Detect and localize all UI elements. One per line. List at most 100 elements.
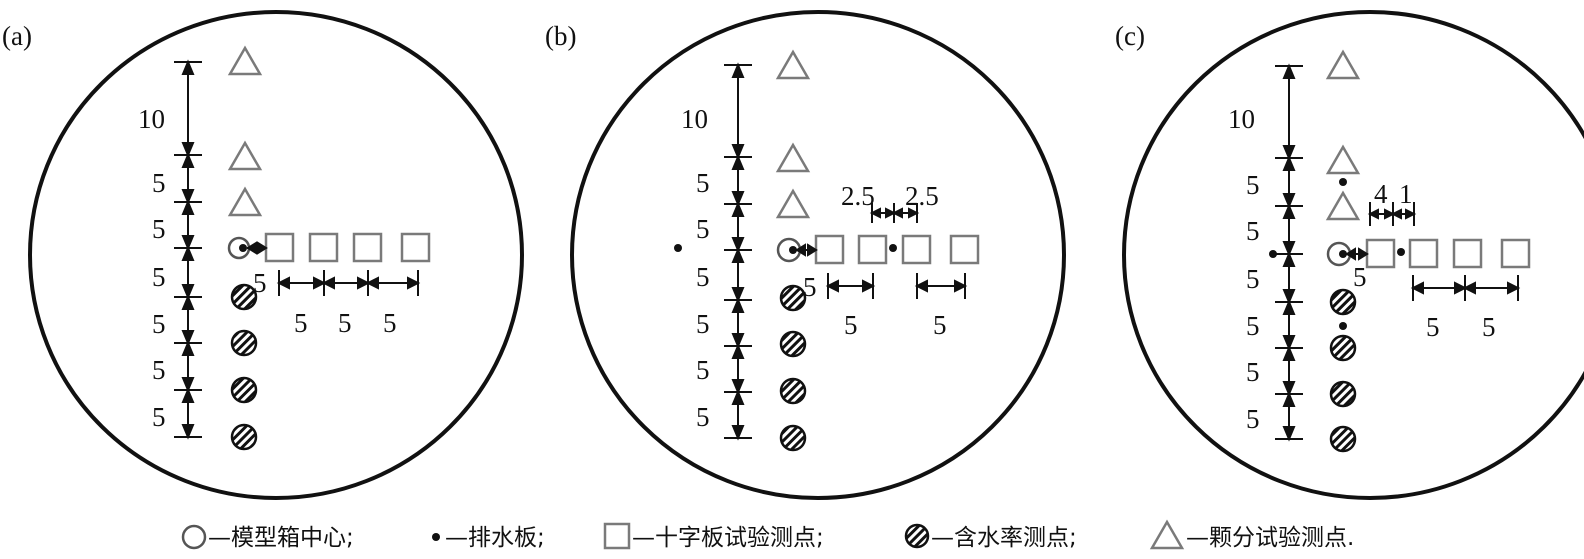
dim-label: 5	[152, 309, 166, 339]
square-icon	[352, 232, 383, 263]
dot-icon	[432, 533, 440, 541]
dim-label: 1	[1399, 179, 1413, 209]
drain-board-dot-icon	[789, 246, 797, 254]
panel-c: (c) 10 5 5 5 5 5 5	[1115, 10, 1584, 500]
dim-label: 5	[1353, 262, 1367, 292]
panel-b-tag: (b)	[545, 21, 576, 51]
dim-label: 5	[1482, 312, 1496, 342]
dim-label: 5	[152, 262, 166, 292]
hatched-circle-icon	[779, 284, 807, 312]
dim-label: 5	[294, 308, 308, 338]
dim-label: 5	[803, 272, 817, 302]
dim-label: 5	[1246, 170, 1260, 200]
model-box-outline	[570, 10, 1066, 500]
drain-board-dot-icon	[1339, 250, 1347, 258]
legend-text: —颗分试验测点.	[1186, 525, 1354, 551]
particle-size-test-points	[227, 45, 263, 217]
drain-board-dot-icon	[674, 244, 682, 252]
drain-board-dot-icon	[889, 244, 897, 252]
legend-text: —十字板试验测点;	[632, 525, 824, 551]
triangle-icon	[227, 45, 263, 76]
hatched-circle-icon	[779, 330, 807, 358]
dim-label: 5	[1246, 216, 1260, 246]
legend-item-drain: —排水板;	[432, 525, 545, 551]
square-icon	[949, 234, 980, 265]
square-icon	[1500, 238, 1531, 269]
dim-label: 5	[152, 402, 166, 432]
triangle-icon	[227, 140, 263, 171]
hatched-circle-icon	[1329, 425, 1357, 453]
square-icon	[400, 232, 431, 263]
triangle-icon	[775, 49, 811, 80]
hatched-circle-icon	[230, 329, 258, 357]
triangle-icon	[775, 142, 811, 173]
dim-label: 2.5	[841, 181, 875, 211]
horizontal-dimension-chain	[1345, 202, 1521, 301]
moisture-content-points	[779, 284, 807, 452]
dim-label: 5	[1426, 312, 1440, 342]
panel-c-tag: (c)	[1115, 21, 1145, 51]
particle-size-test-points	[775, 49, 811, 219]
moisture-content-points	[1329, 288, 1357, 453]
legend-item-vane: —十字板试验测点;	[603, 522, 824, 551]
vertical-dimension-chain	[174, 59, 202, 440]
dim-label: 5	[383, 308, 397, 338]
dim-label: 5	[1246, 404, 1260, 434]
drain-board-dot-icon	[1339, 322, 1347, 330]
hatched-circle-icon	[1329, 380, 1357, 408]
triangle-icon	[1325, 49, 1361, 80]
dim-label: 5	[152, 214, 166, 244]
square-icon	[1452, 238, 1483, 269]
drain-board-dot-icon	[1269, 250, 1277, 258]
dim-label: 4	[1374, 179, 1388, 209]
hatched-circle-icon	[230, 423, 258, 451]
triangle-icon	[1325, 144, 1361, 175]
hatched-circle-icon	[1329, 288, 1357, 316]
hatched-circle-icon	[779, 424, 807, 452]
dim-label: 5	[844, 310, 858, 340]
dim-label: 5	[696, 309, 710, 339]
dim-label: 5	[338, 308, 352, 338]
dim-label: 5	[152, 355, 166, 385]
vertical-dimension-chain	[724, 62, 752, 441]
dim-label: 5	[696, 402, 710, 432]
circle-icon	[181, 524, 207, 550]
vane-test-points	[1365, 238, 1531, 269]
legend-text: —模型箱中心;	[208, 525, 354, 551]
legend-item-moisture: —含水率测点;	[904, 523, 1077, 551]
model-box-outline	[28, 10, 524, 500]
dim-label: 5	[696, 168, 710, 198]
dim-label: 5	[1246, 357, 1260, 387]
hatched-circle-icon	[230, 283, 258, 311]
legend-text: —排水板;	[445, 525, 545, 551]
legend: —模型箱中心; —排水板; —十字板试验测点; —含水率测点; —颗分试验测点.	[181, 519, 1354, 551]
vane-test-points	[264, 232, 431, 263]
dim-label: 2.5	[905, 181, 939, 211]
dim-label: 5	[152, 168, 166, 198]
triangle-icon	[227, 186, 263, 217]
hatched-circle-icon	[230, 376, 258, 404]
square-icon	[264, 232, 295, 263]
particle-size-test-points	[1325, 49, 1361, 221]
dim-label: 5	[1246, 311, 1260, 341]
square-icon	[308, 232, 339, 263]
panel-a: (a) 10 5 5 5 5 5 5	[2, 10, 524, 500]
dim-label: 5	[696, 355, 710, 385]
legend-text: —含水率测点;	[931, 525, 1077, 551]
dim-label: 5	[253, 268, 267, 298]
panel-a-tag: (a)	[2, 21, 32, 51]
hatched-circle-icon	[779, 377, 807, 405]
legend-item-particle: —颗分试验测点.	[1149, 519, 1354, 551]
triangle-icon	[1149, 519, 1185, 550]
hatched-circle-icon	[904, 523, 930, 549]
model-box-outline	[1122, 10, 1584, 500]
dim-label: 5	[933, 310, 947, 340]
square-icon	[814, 234, 845, 265]
dim-label: 10	[681, 104, 708, 134]
moisture-content-points	[230, 283, 258, 451]
triangle-icon	[775, 188, 811, 219]
dim-label: 5	[696, 262, 710, 292]
vane-test-points	[814, 234, 980, 265]
square-icon	[857, 234, 888, 265]
